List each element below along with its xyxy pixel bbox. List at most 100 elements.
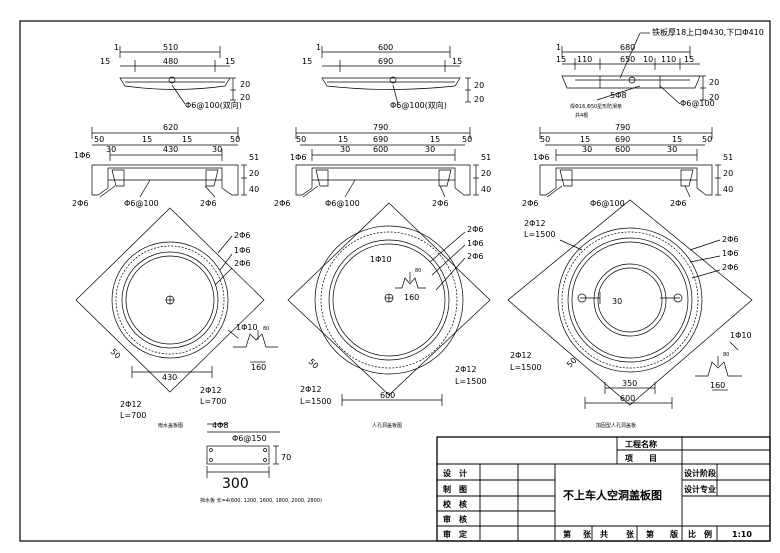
dim: 15	[556, 55, 566, 64]
plan-right-text: 2Φ12 L=1500 2Φ6 1Φ6 2Φ6 1Φ10 80 160 350 …	[510, 219, 752, 429]
rebar-label: 2Φ6	[234, 259, 250, 268]
dim: 40	[723, 185, 733, 194]
rebar-label: 2Φ6	[722, 235, 738, 244]
dim: 51	[481, 153, 491, 162]
dim: 15	[100, 57, 110, 66]
rebar-label: 1Φ10	[370, 255, 392, 264]
dim: 30	[425, 145, 435, 154]
dim: 430	[163, 145, 178, 154]
title-block-lines	[436, 436, 771, 542]
rebar-label: 2Φ6	[200, 199, 216, 208]
rebar-label: 2Φ6	[274, 199, 290, 208]
dim: 300	[222, 476, 249, 492]
rebar-label: 1Φ6	[467, 239, 483, 248]
dim: 50	[109, 347, 123, 361]
dim: 790	[615, 123, 630, 132]
dim: 430	[162, 373, 177, 382]
rebar-label: 2Φ6	[234, 231, 250, 240]
rebar-label: 2Φ6	[72, 199, 88, 208]
length-label: L=700	[120, 411, 146, 420]
dim: 790	[373, 123, 388, 132]
rebar-label: Φ6@150	[232, 434, 267, 443]
item-label: 项 目	[625, 454, 657, 463]
top-view-left-text: 510 480 15 15 1 Φ6@100(双向) 20 20	[100, 43, 250, 110]
section-left-text: 620 50 15 15 50 30 30 430 1Φ6 2Φ6 Φ6@100…	[72, 123, 259, 208]
dim: 690	[373, 135, 388, 144]
dim: 15	[684, 55, 694, 64]
rebar-label: 2Φ6	[432, 199, 448, 208]
dim: 350	[622, 379, 637, 388]
dim: 620	[163, 123, 178, 132]
dim: 50	[307, 357, 321, 371]
rebar-label: 1Φ6	[234, 246, 250, 255]
detail-caption: 挡水板 长=4(600, 1200, 1600, 1800, 2000, 280…	[200, 497, 322, 504]
dim: 30	[612, 297, 622, 306]
length-label: L=700	[200, 397, 226, 406]
rebar-label: 2Φ12	[120, 400, 142, 409]
role-review: 审 核	[443, 514, 467, 524]
rebar-label: 1Φ6	[533, 153, 549, 162]
footer-total-unit: 张	[626, 530, 635, 539]
dim: 690	[378, 57, 393, 66]
dim: 40	[481, 185, 491, 194]
dim: 20	[249, 169, 259, 178]
dim: 160	[404, 293, 419, 302]
design-stage-label: 设计阶段	[684, 468, 716, 478]
rebar-label: 1Φ10	[730, 331, 752, 340]
plan-caption: 雨水盖板图	[158, 422, 183, 429]
top-view-right-text: 680 650 15 110 10 110 15 1 铁板厚18上口Φ430,下…	[556, 27, 764, 119]
top-view-mid-text: 600 690 15 15 1 Φ6@100(双向) 20 20	[302, 43, 484, 110]
dim: 160	[251, 363, 266, 372]
dim: 600	[620, 394, 635, 403]
dim: 15	[338, 135, 348, 144]
dim: 20	[240, 80, 250, 89]
plan-caption: 人孔洞盖板图	[372, 422, 402, 429]
rebar-label: 1Φ10	[236, 323, 258, 332]
section-right	[539, 127, 721, 198]
detail-text: 4Φ8 Φ6@150 300 70 挡水板 长=4(600, 1200, 160…	[200, 421, 322, 504]
title-block: 工程名称 项 目 设 计 制 图 校 核 审 核 审 定 不上车人空洞盖板图 设…	[443, 439, 752, 539]
rebar-label: Φ6@100	[325, 199, 360, 208]
scale-value: 1:10	[732, 530, 752, 539]
length-label: L=1500	[524, 230, 556, 239]
drawing-title: 不上车人空洞盖板图	[563, 488, 662, 502]
dim: 1	[556, 43, 561, 52]
dim: 15	[302, 57, 312, 66]
footer-sheet-no: 第	[563, 529, 571, 539]
sheet-border	[19, 20, 771, 542]
dim: 510	[163, 43, 178, 52]
dim: 20	[240, 93, 250, 102]
rebar-label: 2Φ12	[300, 385, 322, 394]
section-left	[91, 127, 247, 198]
dim: 160	[710, 381, 725, 390]
rebar-label: Φ6@100	[124, 199, 159, 208]
rebar-label: Φ6@100(双向)	[390, 100, 447, 110]
plan-caption: 加固型人孔洞盖板	[596, 422, 636, 429]
rebar-label: 1Φ6	[722, 249, 738, 258]
dim: 480	[163, 57, 178, 66]
dim: 51	[723, 153, 733, 162]
footer-sheet-unit: 张	[583, 530, 592, 539]
length-label: L=1500	[510, 363, 542, 372]
dim: 15	[580, 135, 590, 144]
antislip-note: 焊Φ16,Φ50星形防滑条	[570, 103, 622, 110]
design-specialty-label: 设计专业	[684, 484, 716, 494]
rebar-label: 2Φ6	[522, 199, 538, 208]
rebar-label: 2Φ6	[467, 252, 483, 261]
dim: 40	[249, 185, 259, 194]
rebar-label: 2Φ6	[670, 199, 686, 208]
dim: 20	[474, 95, 484, 104]
dim: 1	[114, 43, 119, 52]
rebar-label: 2Φ12	[524, 219, 546, 228]
dim: 15	[225, 57, 235, 66]
dim: 15	[182, 135, 192, 144]
dim: 30	[667, 145, 677, 154]
dim: 80	[415, 268, 421, 274]
footer-total: 共	[600, 529, 608, 539]
length-label: L=1500	[455, 377, 487, 386]
dim: 110	[577, 55, 592, 64]
dim: 15	[672, 135, 682, 144]
plan-mid-text: 2Φ6 1Φ6 2Φ6 1Φ10 80 160 600 50 2Φ12 L=15…	[300, 225, 487, 429]
dim: 20	[709, 93, 719, 102]
